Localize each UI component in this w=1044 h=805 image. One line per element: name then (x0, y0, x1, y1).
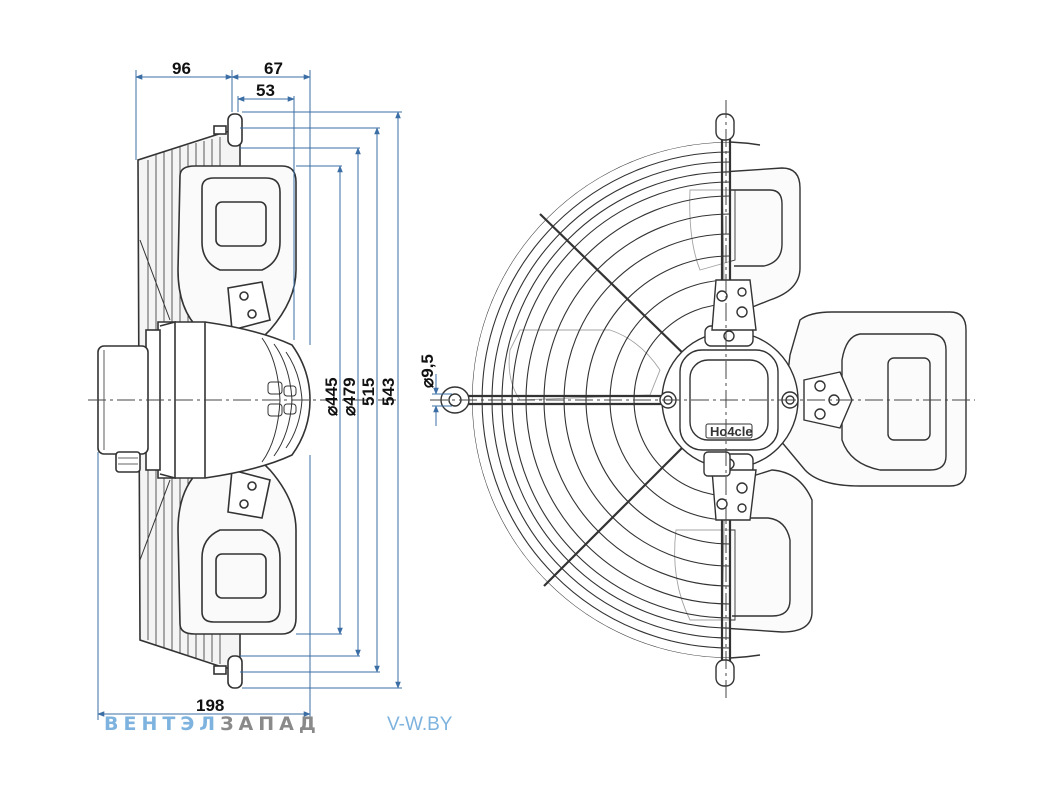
dim-198: 198 (196, 696, 224, 715)
brand-part-a: ВЕНТЭЛ (104, 713, 221, 735)
dim-67: 67 (264, 59, 283, 78)
hole-dimension (432, 374, 452, 426)
dim-515: 515 (359, 378, 378, 406)
maker-label: Ho4cle (710, 424, 753, 439)
side-dimensions (97, 70, 402, 720)
side-view (88, 113, 400, 689)
front-view (440, 113, 967, 687)
dim-96: 96 (172, 59, 191, 78)
dim-543: 543 (379, 378, 398, 406)
front-axes (430, 100, 975, 700)
dim-9-5: ⌀9,5 (418, 354, 437, 388)
site-url[interactable]: V-W.BY (387, 714, 453, 735)
brand-part-b: ЗАПАД (220, 713, 321, 735)
dim-53: 53 (256, 81, 275, 100)
brand-logo: ВЕНТЭЛЗАПАД (104, 713, 321, 735)
dim-445: ⌀445 (322, 377, 341, 416)
dim-479: ⌀479 (340, 377, 359, 416)
